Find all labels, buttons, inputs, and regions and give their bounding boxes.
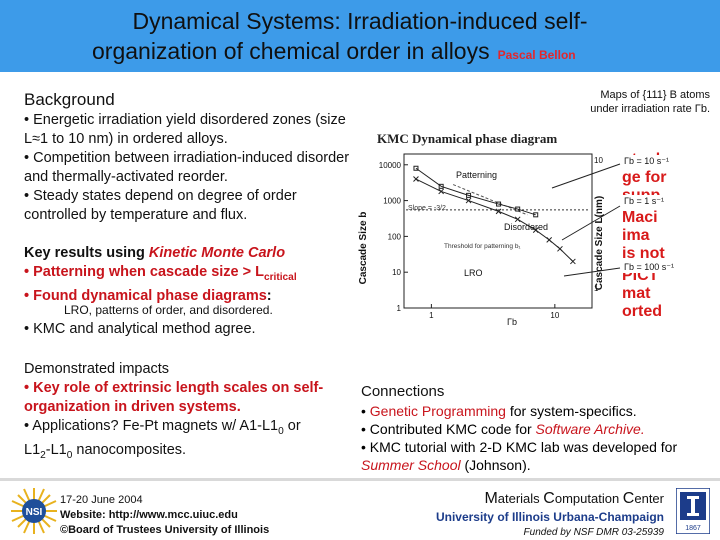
mcc-name: Materials Computation Center bbox=[484, 490, 664, 507]
data-point bbox=[413, 176, 419, 182]
impact-item: • Applications? Fe-Pt magnets w/ A1-L10 … bbox=[24, 418, 301, 461]
footer-mcc: Materials Computation Center University … bbox=[400, 490, 664, 538]
key-results-heading: Key results using Kinetic Monte Carlo bbox=[24, 245, 286, 261]
map-label: Γb = 100 s⁻¹ bbox=[624, 262, 674, 272]
y-axis-label: Cascade Size b bbox=[358, 212, 369, 285]
slide-title-line2: organization of chemical order in alloys… bbox=[92, 38, 576, 65]
connection-item: • Genetic Programming for system-specifi… bbox=[361, 403, 637, 419]
region-label: Patterning bbox=[456, 170, 497, 180]
university-name: University of Illinois Urbana-Champaign bbox=[435, 510, 664, 524]
svg-text:1867: 1867 bbox=[685, 525, 701, 532]
demonstrated-impacts: Demonstrated impacts • Key role of extri… bbox=[24, 360, 354, 465]
footer-date: 17-20 June 2004 bbox=[60, 494, 143, 506]
threshold-annotation: Threshold for patterning b₁ bbox=[444, 243, 521, 250]
chart-title: KMC Dynamical phase diagram bbox=[377, 131, 558, 146]
footer-divider bbox=[0, 478, 720, 481]
map-image-placeholder bbox=[620, 206, 692, 264]
background-item: • Energetic irradiation yield disordered… bbox=[24, 112, 346, 147]
data-point bbox=[532, 227, 539, 233]
impact-item: • Key role of extrinsic length scales on… bbox=[24, 380, 324, 415]
nsi-logo-icon: NSI bbox=[11, 488, 57, 534]
university-illinois-logo-icon: 1867 bbox=[676, 488, 710, 534]
y2-tick-label: 10 bbox=[594, 156, 603, 165]
map-placeholder-text: Maci bbox=[622, 209, 658, 226]
map-arrow bbox=[561, 205, 621, 241]
key-result-subnote: LRO, patterns of order, and disordered. bbox=[64, 303, 273, 317]
y-tick-label: 1 bbox=[397, 304, 402, 313]
slide-title-line1: Dynamical Systems: Irradiation-induced s… bbox=[132, 8, 588, 34]
map-image-placeholder bbox=[620, 264, 692, 322]
map-label: Γb = 10 s⁻¹ bbox=[624, 156, 669, 166]
map-placeholder-text: mat bbox=[622, 285, 651, 302]
map-label-bg bbox=[622, 261, 688, 273]
series-line bbox=[415, 167, 536, 216]
data-point bbox=[570, 258, 576, 265]
key-result-item: • KMC and analytical method agree. bbox=[24, 321, 256, 337]
connection-item: • Contributed KMC code for Software Arch… bbox=[361, 421, 645, 437]
connection-item: • KMC tutorial with 2-D KMC lab was deve… bbox=[361, 439, 678, 473]
maps-caption: Maps of {111} B atoms under irradiation … bbox=[590, 89, 710, 115]
svg-text:NSI: NSI bbox=[26, 507, 43, 518]
footer-website: Website: http://www.mcc.uiuc.edu bbox=[60, 509, 238, 521]
author-name: Pascal Bellon bbox=[497, 48, 576, 62]
data-point bbox=[413, 165, 419, 171]
connections-list: • Genetic Programming for system-specifi… bbox=[361, 402, 716, 474]
x-tick-label: 1 bbox=[429, 311, 434, 320]
footer-copyright: ©Board of Trustees University of Illinoi… bbox=[60, 524, 270, 536]
title-banner bbox=[0, 0, 720, 72]
y-tick-label: 10 bbox=[392, 268, 401, 277]
map-label: Γb = 1 s⁻¹ bbox=[624, 196, 664, 206]
map-placeholder-text: ima bbox=[622, 227, 650, 244]
y2-tick-label: 1 bbox=[594, 284, 599, 293]
footer-info: 17-20 June 2004 Website: http://www.mcc.… bbox=[60, 493, 269, 538]
key-results: Key results using Kinetic Monte Carlo • … bbox=[24, 244, 364, 306]
background-item: • Steady states depend on degree of orde… bbox=[24, 188, 297, 223]
region-label: LRO bbox=[464, 268, 483, 278]
map-arrow bbox=[551, 163, 621, 189]
data-point bbox=[514, 216, 521, 223]
map-placeholder-text: ge for bbox=[622, 169, 666, 186]
funding-note: Funded by NSF DMR 03-25939 bbox=[523, 527, 664, 538]
map-placeholder-text: orted bbox=[622, 303, 662, 320]
data-point bbox=[496, 201, 502, 207]
map-arrow bbox=[563, 267, 621, 277]
region-label: Disordered bbox=[504, 222, 548, 232]
data-point bbox=[466, 192, 472, 198]
data-point bbox=[438, 183, 444, 189]
slide-title-text: organization of chemical order in alloys bbox=[92, 38, 490, 64]
key-result-item: • Found dynamical phase diagrams: bbox=[24, 287, 272, 304]
data-point bbox=[495, 208, 502, 215]
background-item: • Competition between irradiation-induce… bbox=[24, 150, 350, 185]
y2-axis-label: Cascade Size L(nm) bbox=[594, 196, 605, 290]
kmc-highlight: Kinetic Monte Carlo bbox=[148, 245, 286, 261]
y-tick-label: 100 bbox=[388, 232, 402, 241]
map-placeholder-text: is not bbox=[622, 245, 665, 262]
data-point bbox=[465, 197, 472, 204]
key-result-item: • Patterning when cascade size > Lcritic… bbox=[24, 264, 297, 283]
x-tick-label: 10 bbox=[550, 311, 559, 320]
phase-diagram-chart: Cascade Size b Cascade Size L(nm) 1 10 100… bbox=[358, 148, 692, 327]
y-tick-label: 10000 bbox=[379, 161, 402, 170]
background-list: • Energetic irradiation yield disordered… bbox=[24, 111, 359, 225]
data-point bbox=[533, 212, 539, 218]
data-point bbox=[438, 188, 445, 195]
map-label-bg bbox=[622, 195, 688, 207]
slope-line bbox=[452, 184, 528, 216]
connections-heading: Connections bbox=[361, 383, 445, 400]
demonstrated-heading: Demonstrated impacts bbox=[24, 361, 170, 377]
data-point bbox=[557, 245, 563, 252]
background-heading: Background bbox=[24, 90, 115, 109]
x-axis-label: Γb bbox=[507, 317, 517, 327]
data-point bbox=[546, 237, 553, 243]
y-tick-label: 1000 bbox=[383, 197, 401, 206]
data-point bbox=[515, 206, 521, 212]
map-label-bg bbox=[622, 155, 688, 167]
plot-frame bbox=[403, 153, 593, 309]
slope-annotation: Slope = -3/2 bbox=[408, 205, 446, 212]
